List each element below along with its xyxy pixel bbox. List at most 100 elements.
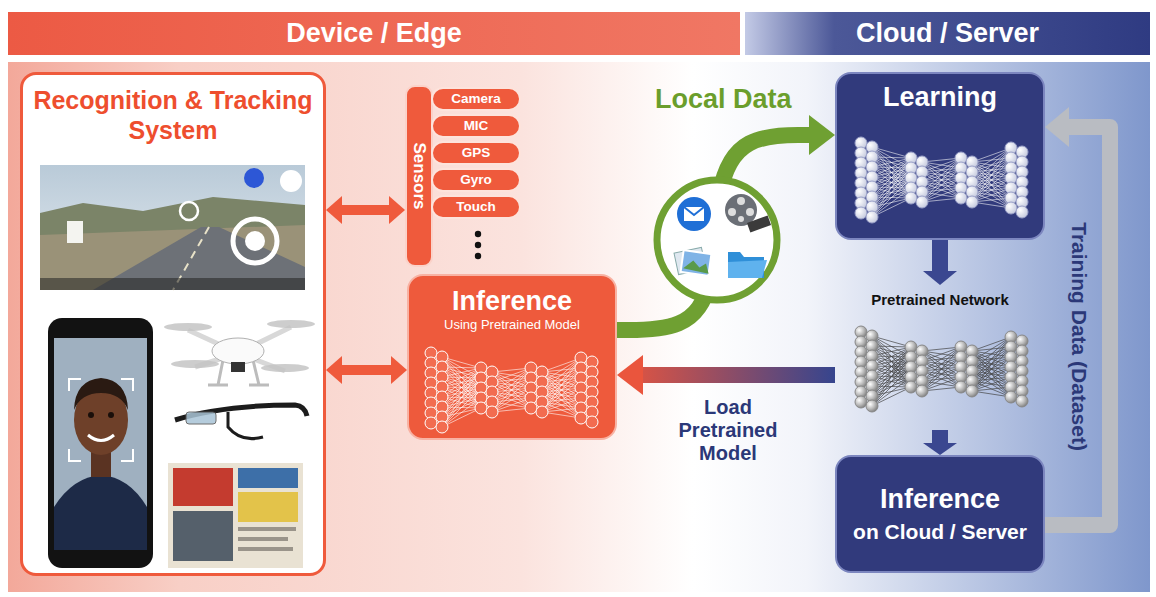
- edge-label-box: Local Data: [655, 84, 792, 115]
- network-neuron: [905, 381, 917, 393]
- ar-magazine: [168, 463, 303, 568]
- ar-magazine: [168, 463, 303, 568]
- node-text: Inference: [880, 484, 1000, 515]
- drone-camera-view: [280, 170, 302, 192]
- network-neuron: [536, 406, 548, 418]
- sensor-pill: Touch: [431, 195, 521, 219]
- node-text: Inference: [452, 286, 572, 317]
- network-link: [872, 377, 911, 406]
- edge-label-box: Load Pretrained Model: [668, 396, 788, 465]
- phone-face-recognition: [88, 435, 114, 441]
- phone-face-recognition: [74, 378, 128, 410]
- connector-arrow: [342, 205, 389, 215]
- ar-magazine: [238, 468, 298, 488]
- network-neuron: [425, 417, 437, 429]
- connector-arrow: [342, 365, 391, 375]
- application-illustrations: [23, 75, 323, 573]
- drone: [267, 320, 315, 328]
- learning-box: Learning: [835, 72, 1045, 240]
- ar-magazine: [238, 547, 293, 551]
- network-neuron: [955, 381, 967, 393]
- drone-camera-view: [40, 165, 305, 290]
- local-data-icons: [657, 180, 777, 300]
- network-neuron: [1016, 206, 1028, 218]
- sensor-more-dots: [475, 231, 481, 259]
- connector-arrow: [1045, 127, 1110, 525]
- ar-magazine: [173, 468, 233, 506]
- sensor-more-dots: [475, 231, 481, 237]
- local-data-icons: [728, 260, 767, 278]
- header-band: Cloud / Server: [745, 12, 1150, 55]
- drone: [212, 338, 264, 364]
- smart-glasses: [175, 405, 307, 439]
- drone: [231, 362, 245, 372]
- ar-magazine: [238, 492, 298, 522]
- edge-label-box: Training Data (Dataset): [919, 324, 1156, 352]
- pretrained-network: Pretrained Network: [835, 285, 1045, 430]
- drone: [164, 320, 315, 385]
- network-neuron: [966, 196, 978, 208]
- local-data-icons: [683, 259, 710, 274]
- network-neuron: [1005, 202, 1017, 214]
- node-text: Learning: [883, 82, 997, 113]
- network-neuron: [525, 402, 537, 414]
- inference-cloud-box: Inference on Cloud / Server: [835, 455, 1045, 573]
- local-data-icons: [747, 216, 771, 233]
- local-data-icons: [728, 208, 736, 216]
- phone-face-recognition: [54, 475, 147, 550]
- phone-face-recognition: [108, 412, 114, 418]
- phone-face-recognition: [48, 318, 153, 568]
- network-link: [442, 398, 481, 427]
- local-data-icons: [737, 197, 745, 205]
- connector-arrow: [617, 135, 809, 330]
- sensor-pill: Gyro: [431, 168, 521, 192]
- ar-magazine: [238, 537, 288, 541]
- drone-camera-view: [233, 219, 277, 263]
- edge-label: Load Pretrained Model: [668, 396, 788, 465]
- local-data-icons: [746, 208, 754, 216]
- edge-label: Local Data: [655, 84, 792, 115]
- node-text: Touch: [456, 200, 496, 214]
- node-text: Pretrained Network: [871, 291, 1009, 309]
- network-link: [872, 188, 911, 217]
- network-neuron: [436, 421, 448, 433]
- edge-label: Training Data (Dataset): [1066, 177, 1091, 497]
- ar-magazine: [238, 527, 296, 531]
- local-data-icons: [684, 207, 704, 221]
- local-data-icons: [677, 197, 711, 231]
- drone-camera-view: [40, 278, 305, 290]
- network-neuron: [1016, 395, 1028, 407]
- drone-camera-view: [67, 221, 83, 243]
- node-text: Gyro: [460, 173, 492, 187]
- node-text: Camera: [451, 92, 501, 106]
- node-text: on Cloud / Server: [853, 519, 1027, 544]
- header-band: Device / Edge: [8, 12, 740, 55]
- node-text: Cloud / Server: [856, 19, 1039, 49]
- connector-arrow: [932, 240, 948, 271]
- network-neuron: [916, 385, 928, 397]
- drone: [208, 360, 269, 385]
- network-neuron: [966, 385, 978, 397]
- network-neuron: [905, 192, 917, 204]
- local-data-icons: [684, 207, 704, 215]
- node-text: Recognition & Tracking System: [31, 85, 315, 145]
- connector-arrow: [643, 367, 835, 383]
- ar-magazine: [173, 511, 233, 561]
- network-neuron: [586, 416, 598, 428]
- network-neuron: [866, 400, 878, 412]
- network-neuron: [855, 396, 867, 408]
- drone: [164, 323, 212, 331]
- sensor-pill: Camera: [431, 87, 521, 111]
- network-neuron: [955, 192, 967, 204]
- node-text: Sensors: [409, 142, 429, 209]
- sensor-pill: MIC: [431, 114, 521, 138]
- network-neuron: [486, 406, 498, 418]
- local-data-icons: [681, 250, 712, 276]
- drone-camera-view: [180, 202, 198, 220]
- smart-glasses: [228, 412, 263, 439]
- drone-camera-view: [40, 165, 305, 290]
- content-ground: [8, 62, 1150, 592]
- sensor-more-dots: [475, 253, 481, 259]
